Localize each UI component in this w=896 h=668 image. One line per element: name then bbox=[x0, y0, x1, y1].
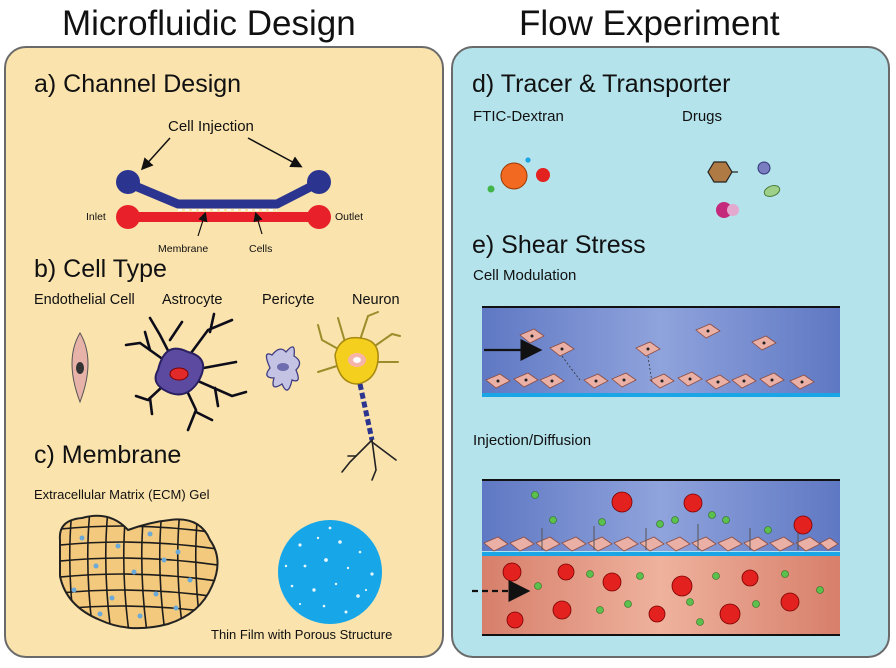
left-column-title: Microfluidic Design bbox=[62, 4, 356, 43]
pericyte-label: Pericyte bbox=[262, 292, 315, 308]
ftic-dextran-label: FTIC-Dextran bbox=[473, 108, 564, 125]
drugs-label: Drugs bbox=[682, 108, 723, 125]
pericyte-icon bbox=[265, 346, 301, 391]
shear-stress-heading: e) Shear Stress bbox=[472, 231, 646, 259]
channel-design-heading: a) Channel Design bbox=[34, 70, 242, 98]
membrane-label: Membrane bbox=[158, 243, 209, 255]
ecm-gel-label: Extracellular Matrix (ECM) Gel bbox=[34, 487, 210, 502]
inlet-label: Inlet bbox=[86, 211, 106, 223]
membrane-heading: c) Membrane bbox=[34, 441, 182, 469]
thin-film-label: Thin Film with Porous Structure bbox=[211, 627, 393, 642]
cell-type-heading: b) Cell Type bbox=[34, 255, 167, 283]
injection-diffusion-label: Injection/Diffusion bbox=[473, 432, 592, 449]
endothelial-cell-label: Endothelial Cell bbox=[34, 292, 135, 308]
cell-modulation-label: Cell Modulation bbox=[473, 267, 577, 284]
astrocyte-label: Astrocyte bbox=[162, 292, 223, 308]
neuron-icon bbox=[317, 311, 401, 481]
cell-injection-label: Cell Injection bbox=[168, 118, 254, 135]
cells-label: Cells bbox=[249, 243, 273, 255]
endothelial-cell-icon bbox=[71, 332, 89, 404]
tracer-transporter-heading: d) Tracer & Transporter bbox=[472, 70, 731, 98]
right-column-title: Flow Experiment bbox=[519, 4, 780, 43]
outlet-label: Outlet bbox=[335, 211, 364, 223]
neuron-label: Neuron bbox=[352, 292, 400, 308]
